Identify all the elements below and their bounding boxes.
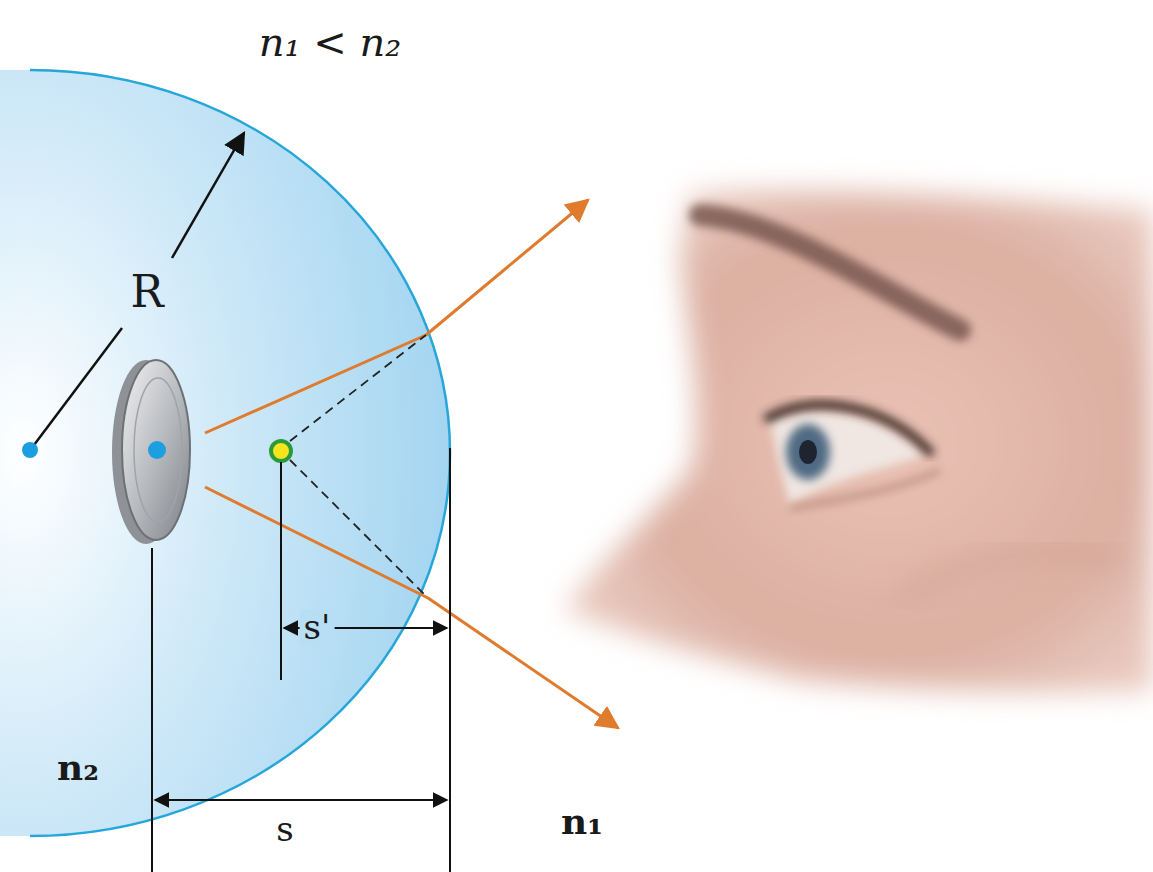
coin [122, 360, 190, 540]
object-point [148, 441, 166, 459]
extension-line [151, 548, 153, 872]
refracted-ray [426, 200, 588, 335]
glass-medium [0, 70, 450, 836]
radius-label: R [130, 268, 163, 316]
ray [205, 487, 428, 598]
image-point [271, 441, 291, 461]
observer-face [565, 191, 1153, 692]
extension-line [449, 448, 451, 872]
virtual-ray [290, 335, 426, 441]
radius-line [34, 328, 122, 445]
refraction-condition: n₁ < n₂ [259, 20, 402, 64]
virtual-ray [290, 460, 428, 598]
medium-index-label: n₁ [561, 802, 603, 842]
ray [205, 335, 426, 433]
refracting-surface [30, 70, 450, 836]
object-distance-label: s [276, 811, 293, 848]
center-of-curvature [22, 442, 38, 458]
coin-face [134, 378, 182, 522]
dimension-arrow [155, 799, 447, 801]
medium-index-label: n₂ [57, 748, 99, 788]
extension-line [280, 462, 282, 680]
image-distance-label: s' [300, 609, 335, 646]
radius-arrow [172, 133, 244, 258]
